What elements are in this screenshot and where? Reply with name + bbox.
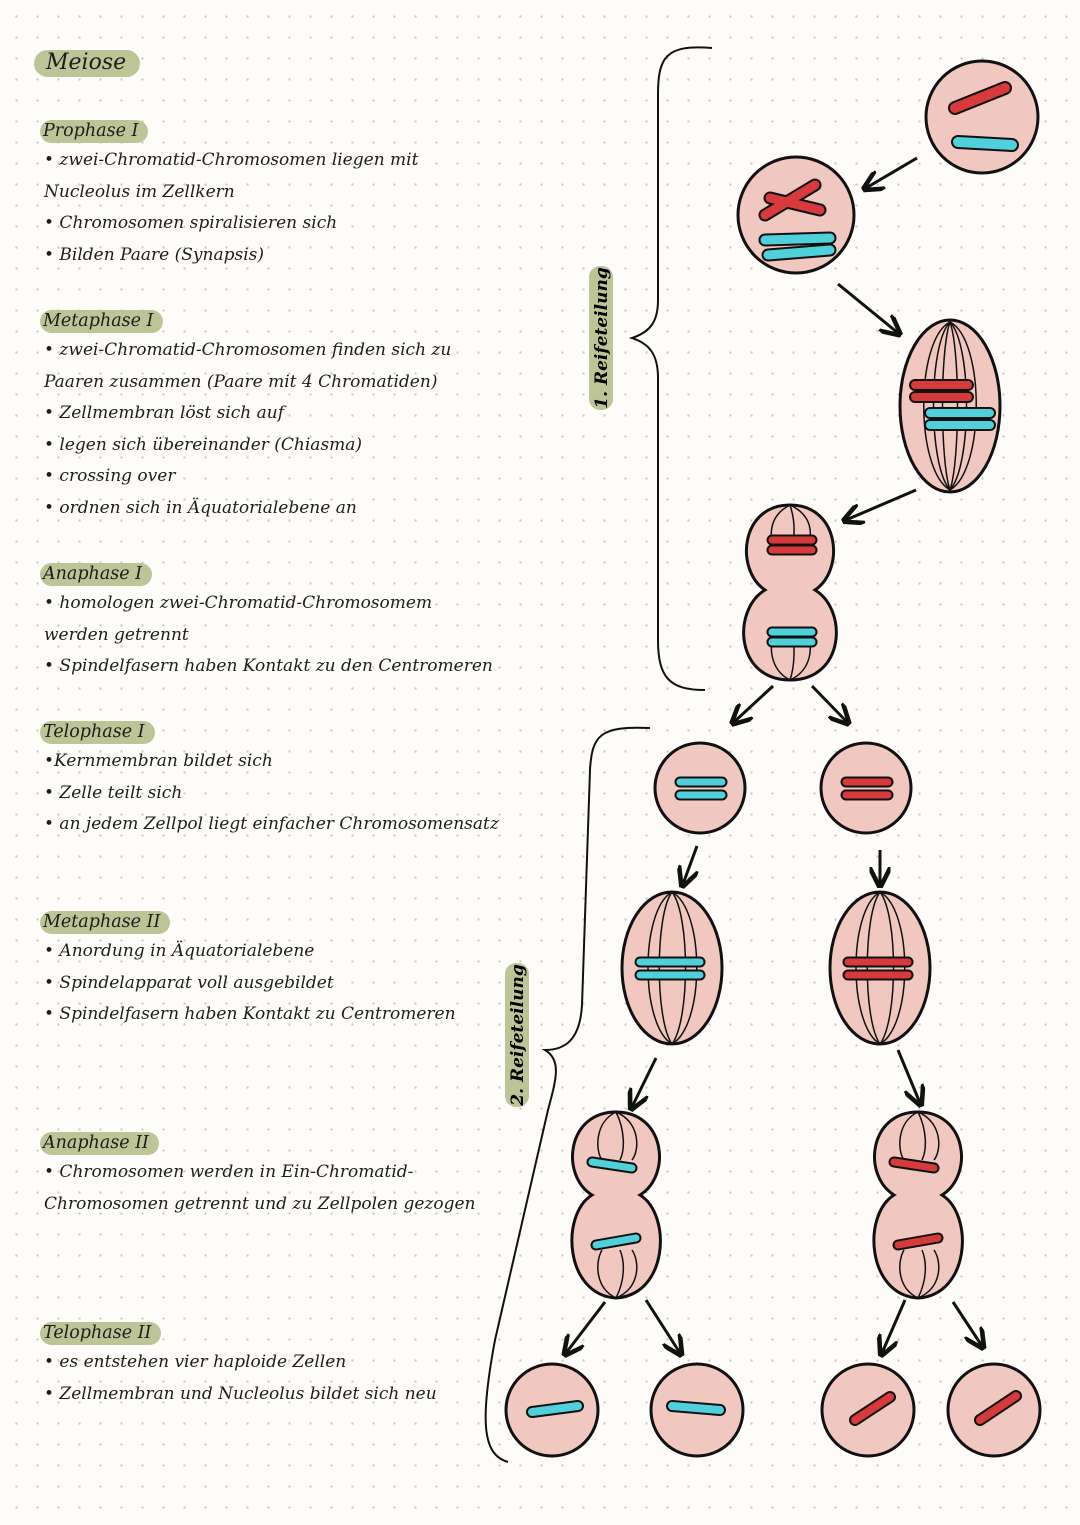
cell-telophase-2-1 [504,1362,600,1458]
note-line: • es entstehen vier haploide Zellen [44,1352,347,1372]
brace-label-second: 2. Reifeteilung [508,964,528,1107]
section-anaphase-1: Anaphase I • homologen zwei-Chromatid-Ch… [40,563,514,683]
section-heading: Telophase I [40,721,155,744]
section-prophase-1: Prophase I • zwei-Chromatid-Chromosomen … [40,120,514,271]
section-anaphase-2: Anaphase II • Chromosomen werden in Ein-… [40,1132,514,1220]
note-line: Chromosomen getrennt und zu Zellpolen ge… [44,1193,476,1214]
note-line: • Spindelfasern haben Kontakt zu Centrom… [44,1004,456,1024]
brace-first-division [628,46,713,691]
section-metaphase-1: Metaphase I • zwei-Chromatid-Chromosomen… [40,310,514,524]
cell-metaphase-1 [898,318,1002,494]
note-line: • zwei-Chromatid-Chromosomen liegen mit [44,150,419,170]
section-heading: Metaphase I [40,310,164,333]
cell-telophase-1-left [653,741,747,835]
note-line: • Bilden Paare (Synapsis) [44,244,264,265]
cell-anaphase-2-left [570,1110,662,1300]
section-telophase-1: Telophase I •Kernmembran bildet sich • Z… [40,721,514,841]
note-line: • Anordung in Äquatorialebene [44,941,315,961]
brace-second-division [484,726,651,1463]
note-line: • Zellmembran und Nucleolus bildet sich … [44,1383,437,1404]
cell-prophase-1 [736,155,856,275]
note-line: • crossing over [44,466,176,486]
note-line: • Zelle teilt sich [44,782,183,803]
note-line: • Zellmembran löst sich auf [44,403,285,423]
note-line: •Kernmembran bildet sich [44,751,273,771]
section-heading: Metaphase II [40,911,171,934]
note-line: • homologen zwei-Chromatid-Chromosomem [44,593,433,613]
note-line: • ordnen sich in Äquatorialebene an [44,497,357,518]
flow-arrows [566,156,982,1353]
brace-label-first: 1. Reifeteilung [592,267,612,409]
cell-telophase-1-right [819,741,913,835]
note-line: • Spindelfasern haben Kontakt zu den Cen… [44,656,493,676]
note-line: Nucleolus im Zellkern [44,181,235,202]
note-line: • Spindelapparat voll ausgebildet [44,972,334,993]
section-heading: Anaphase II [40,1132,159,1155]
section-heading: Prophase I [40,120,149,143]
note-line: • zwei-Chromatid-Chromosomen finden sich… [44,340,452,360]
note-line: • an jedem Zellpol liegt einfacher Chrom… [44,814,499,834]
cell-anaphase-1 [742,503,838,682]
section-heading: Telophase II [40,1322,162,1345]
note-line: • Chromosomen werden in Ein-Chromatid- [44,1162,414,1182]
cell-interphase [924,59,1040,175]
note-line: • Chromosomen spiralisieren sich [44,213,338,233]
section-telophase-2: Telophase II • es entstehen vier haploid… [40,1322,514,1410]
note-line: Paaren zusammen (Paare mit 4 Chromatiden… [44,371,438,392]
cell-telophase-2-2 [649,1362,745,1458]
cell-anaphase-2-right [872,1110,964,1300]
section-heading: Anaphase I [40,563,153,586]
note-line: • legen sich übereinander (Chiasma) [44,434,363,455]
cell-telophase-2-3 [820,1362,916,1458]
page-title: Meiose [34,50,141,77]
cell-metaphase-2-right [828,890,932,1046]
note-line: werden getrennt [44,624,189,645]
section-metaphase-2: Metaphase II • Anordung in Äquatorialebe… [40,911,514,1031]
cell-telophase-2-4 [946,1362,1042,1458]
cell-metaphase-2-left [620,890,724,1046]
